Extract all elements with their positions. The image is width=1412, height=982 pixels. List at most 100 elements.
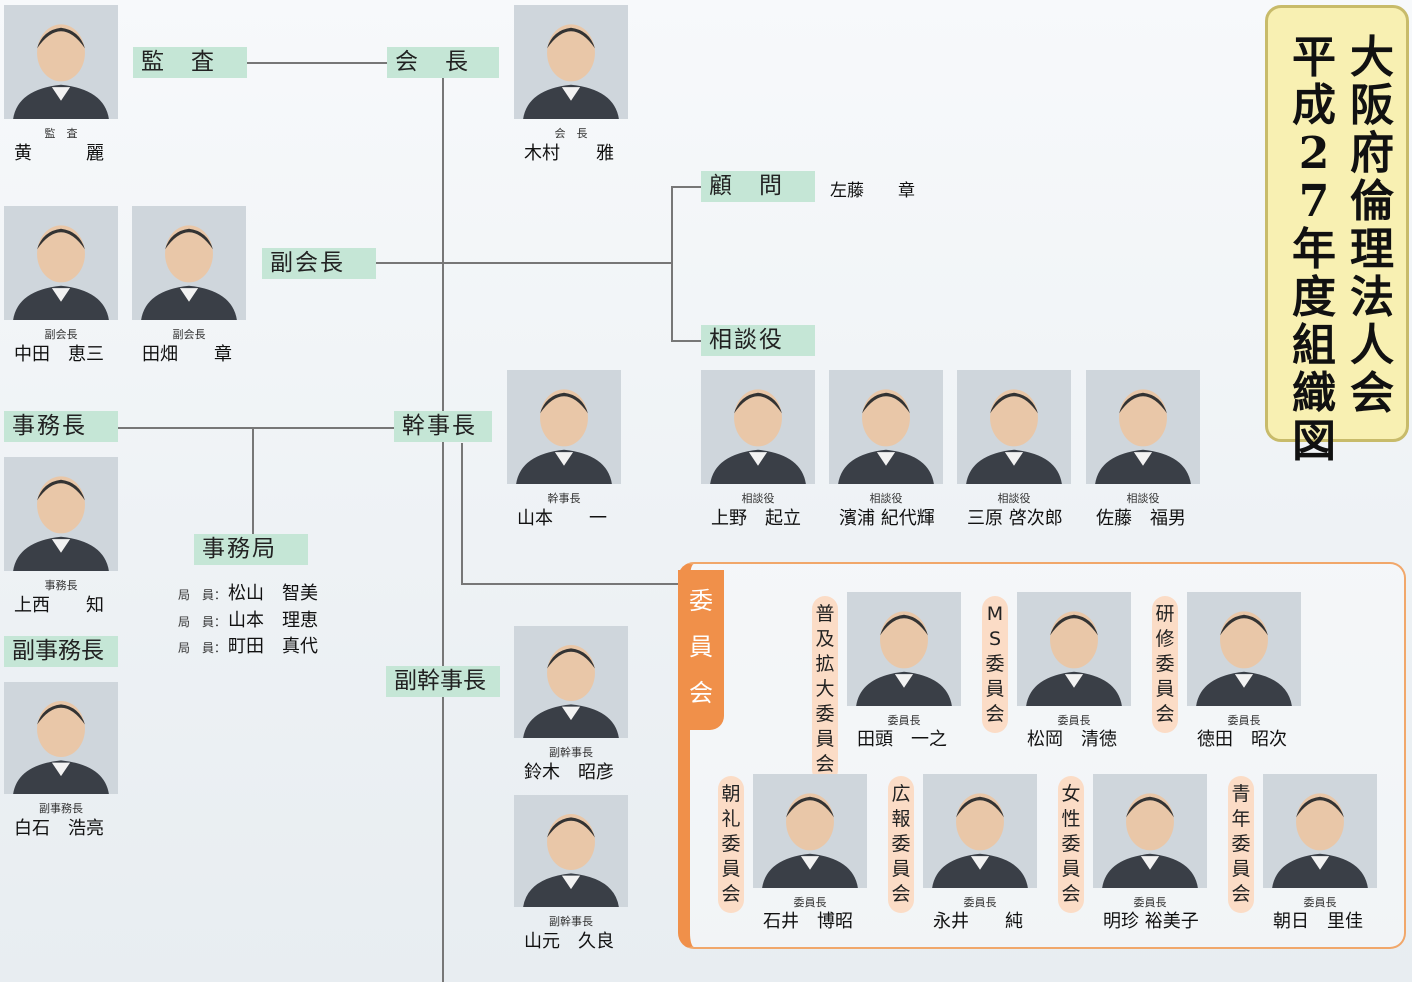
staff-label: 局 員： (178, 588, 227, 602)
role-box-kanjicho: 幹事長 (394, 411, 492, 442)
portrait-photo (4, 206, 118, 320)
portrait-photo (507, 370, 621, 484)
portrait-photo (701, 370, 815, 484)
title-char: 法 (1350, 272, 1394, 323)
title-char: 会 (1350, 368, 1394, 419)
portrait-photo (829, 370, 943, 484)
person-name: 山元 久良 (524, 931, 614, 952)
person-name: 佐藤 福男 (1096, 508, 1186, 529)
committee-chair-name: 朝日 里佳 (1273, 911, 1363, 932)
role-box-soudanyaku: 相談役 (701, 325, 815, 356)
committee-chair-role: 委員長 (1227, 714, 1261, 727)
portrait-photo (514, 626, 628, 738)
person-role: 副事務長 (39, 802, 83, 815)
portrait-photo (1263, 774, 1377, 888)
line-to-jimukyoku (252, 427, 254, 535)
person-role: 副幹事長 (549, 915, 593, 928)
line-fukukaicho-horizontal (376, 262, 672, 264)
title-char: 理 (1350, 224, 1394, 275)
role-box-fukukanjicho: 副幹事長 (386, 666, 500, 697)
person-name: 田畑 章 (142, 344, 232, 365)
staff-row: 局 員：山本 理恵 (178, 606, 318, 632)
staff-name: 松山 智美 (228, 583, 319, 604)
portrait-photo (957, 370, 1071, 484)
person-role: 相談役 (741, 492, 775, 505)
committee-chair-name: 永井 純 (933, 911, 1023, 932)
staff-name: 町田 真代 (228, 636, 319, 657)
portrait-photo (4, 5, 118, 119)
staff-label: 局 員： (178, 641, 227, 655)
person-name: 黄 麗 (14, 143, 104, 164)
line-kanjicho-down (461, 443, 463, 585)
committee-chair-name: 石井 博昭 (763, 911, 853, 932)
committee-chair-role: 委員長 (1057, 714, 1091, 727)
title-char: 阪 (1350, 80, 1394, 131)
committee-chair-name: 明珍 裕美子 (1103, 911, 1199, 932)
person-name: 三原 啓次郎 (967, 508, 1063, 529)
person-role: 事務長 (44, 579, 78, 592)
person-role: 副幹事長 (549, 746, 593, 759)
title-char: 倫 (1350, 176, 1394, 227)
person-name: 木村 雅 (524, 143, 614, 164)
staff-name: 山本 理恵 (228, 610, 319, 631)
portrait-photo (847, 592, 961, 706)
portrait-photo (1086, 370, 1200, 484)
committee-tab-char: 委 (689, 587, 713, 615)
title-org: 大阪府倫理法人会 (1346, 34, 1398, 418)
role-box-jimukyoku: 事務局 (194, 534, 308, 565)
committee-tab-char: 会 (689, 679, 713, 707)
committee-chair-role: 委員長 (1133, 896, 1167, 909)
portrait-photo (753, 774, 867, 888)
person-role: 監 査 (44, 127, 78, 140)
portrait-photo (1093, 774, 1207, 888)
committee-name: 女性委員会 (1058, 776, 1084, 913)
person-role: 会 長 (554, 127, 588, 140)
portrait-photo (514, 5, 628, 119)
title-char: 7 (1298, 176, 1330, 227)
title-char: 図 (1292, 416, 1336, 467)
person-role: 相談役 (1126, 492, 1160, 505)
title-char: 成 (1292, 80, 1336, 131)
role-box-kaicho: 会 長 (387, 47, 499, 78)
role-box-fukujimucho: 副事務長 (4, 636, 118, 667)
person-name: 中田 恵三 (14, 344, 104, 365)
committee-tab-char: 員 (689, 633, 713, 661)
person-role: 幹事長 (547, 492, 581, 505)
staff-label: 局 員： (178, 615, 227, 629)
portrait-photo (1017, 592, 1131, 706)
committee-name: 普及拡大委員会 (812, 596, 838, 783)
title-char: 人 (1350, 320, 1394, 371)
title-char: 織 (1292, 368, 1336, 419)
komon-name: 左藤 章 (830, 181, 915, 201)
role-box-fukukaicho: 副会長 (262, 248, 376, 279)
committee-chair-role: 委員長 (963, 896, 997, 909)
committee-chair-role: 委員長 (1303, 896, 1337, 909)
committee-chair-name: 田頭 一之 (857, 729, 947, 750)
role-box-kansa: 監 査 (133, 47, 247, 78)
line-kansa-kaicho (247, 62, 387, 64)
person-role: 相談役 (869, 492, 903, 505)
title-char: 平 (1292, 32, 1336, 83)
committee-name: 研修委員会 (1152, 596, 1178, 733)
person-role: 副会長 (44, 328, 78, 341)
line-advisor-vertical (671, 186, 673, 341)
person-role: 相談役 (997, 492, 1031, 505)
line-to-komon (671, 186, 701, 188)
committee-chair-name: 徳田 昭次 (1197, 729, 1287, 750)
portrait-photo (4, 682, 118, 794)
line-to-iinkai (461, 583, 681, 585)
title-char: 度 (1292, 272, 1336, 323)
title-char: 大 (1350, 32, 1394, 83)
person-name: 濱浦 紀代輝 (839, 508, 935, 529)
person-name: 上西 知 (14, 595, 104, 616)
committee-chair-role: 委員長 (793, 896, 827, 909)
committee-chair-name: 松岡 清徳 (1027, 729, 1117, 750)
person-name: 山本 一 (517, 508, 607, 529)
committee-tab: 委員会 (678, 570, 724, 730)
portrait-photo (923, 774, 1037, 888)
person-role: 副会長 (172, 328, 206, 341)
portrait-photo (132, 206, 246, 320)
